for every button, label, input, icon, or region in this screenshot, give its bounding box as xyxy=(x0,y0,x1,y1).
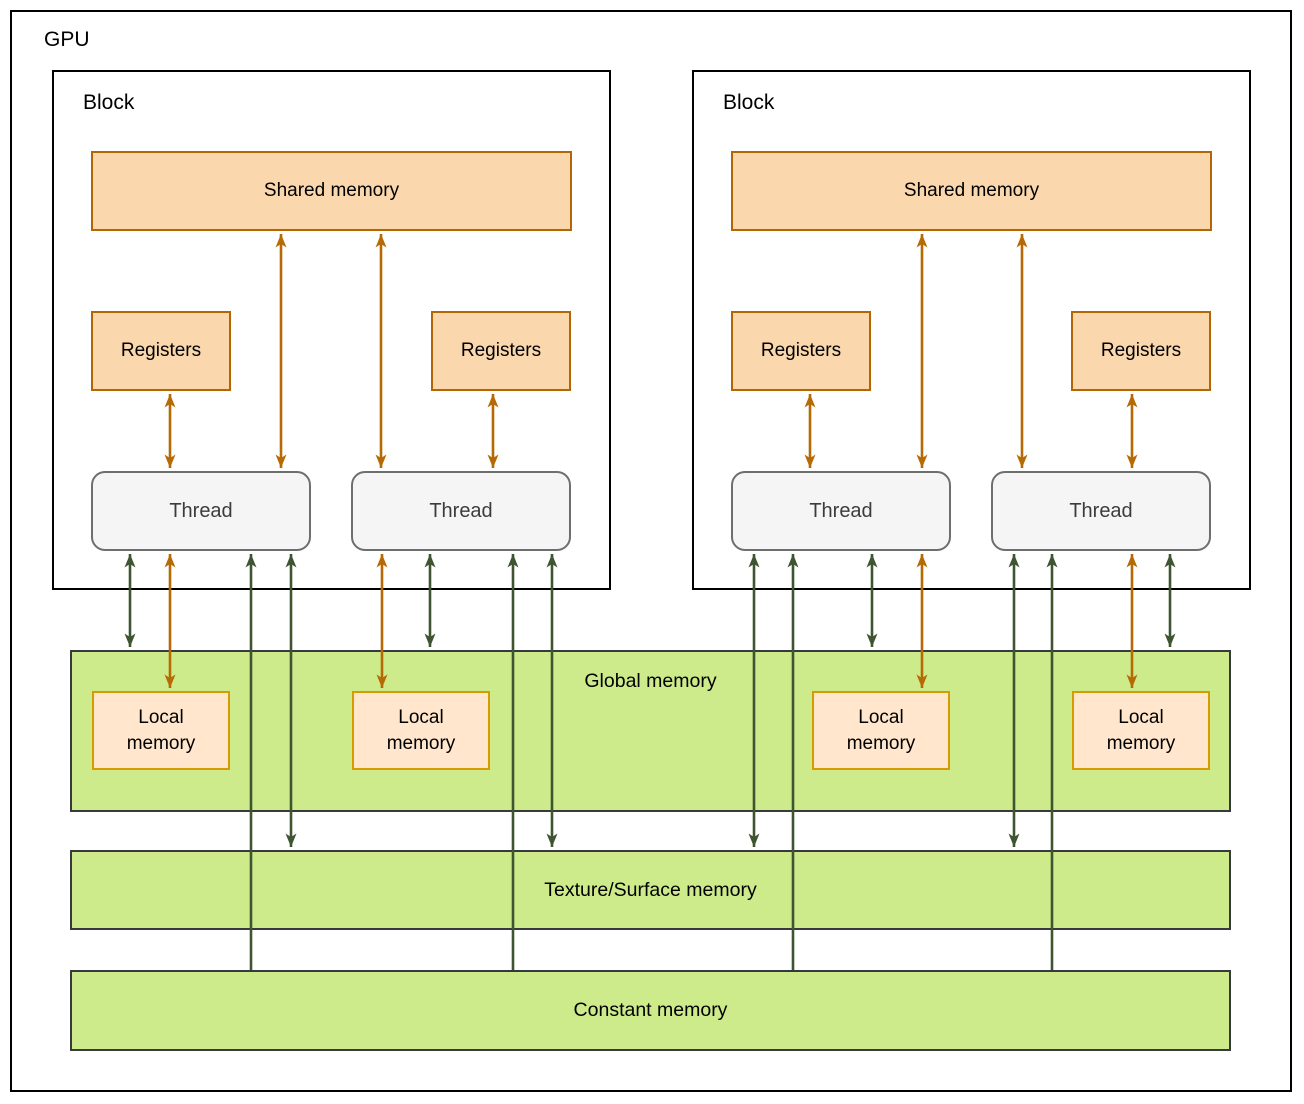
global-memory-label: Global memory xyxy=(584,670,717,692)
shared-memory-2-label: Shared memory xyxy=(903,180,1040,201)
registers-3: Registers xyxy=(731,311,871,391)
local-memory-3: Local memory xyxy=(812,691,950,770)
global-memory-band: Global memory xyxy=(70,650,1231,812)
thread-2: Thread xyxy=(351,471,571,551)
registers-1: Registers xyxy=(91,311,231,391)
shared-memory-2: Shared memory xyxy=(731,151,1212,231)
local-memory-1: Local memory xyxy=(92,691,230,770)
local-memory-4: Local memory xyxy=(1072,691,1210,770)
registers-4: Registers xyxy=(1071,311,1211,391)
thread-1: Thread xyxy=(91,471,311,551)
thread-4: Thread xyxy=(991,471,1211,551)
constant-memory-label: Constant memory xyxy=(573,999,728,1021)
thread-4-label: Thread xyxy=(1069,499,1133,522)
registers-3-label: Registers xyxy=(760,340,842,361)
constant-memory-band: Constant memory xyxy=(70,970,1231,1051)
local-memory-1-label: Local memory xyxy=(126,706,196,754)
shared-memory-1-label: Shared memory xyxy=(263,180,400,201)
registers-4-label: Registers xyxy=(1100,340,1182,361)
local-memory-3-label: Local memory xyxy=(846,706,916,754)
texture-surface-memory-band: Texture/Surface memory xyxy=(70,850,1231,930)
local-memory-2: Local memory xyxy=(352,691,490,770)
local-memory-4-label: Local memory xyxy=(1106,706,1176,754)
registers-2-label: Registers xyxy=(460,340,542,361)
block-1-label: Block xyxy=(83,91,135,114)
local-memory-2-label: Local memory xyxy=(386,706,456,754)
registers-2: Registers xyxy=(431,311,571,391)
block-2-label: Block xyxy=(723,91,775,114)
thread-3-label: Thread xyxy=(809,499,873,522)
registers-1-label: Registers xyxy=(120,340,202,361)
texture-surface-memory-label: Texture/Surface memory xyxy=(544,878,757,901)
thread-1-label: Thread xyxy=(169,499,233,522)
thread-2-label: Thread xyxy=(429,499,493,522)
gpu-label: GPU xyxy=(44,28,90,51)
shared-memory-1: Shared memory xyxy=(91,151,572,231)
thread-3: Thread xyxy=(731,471,951,551)
